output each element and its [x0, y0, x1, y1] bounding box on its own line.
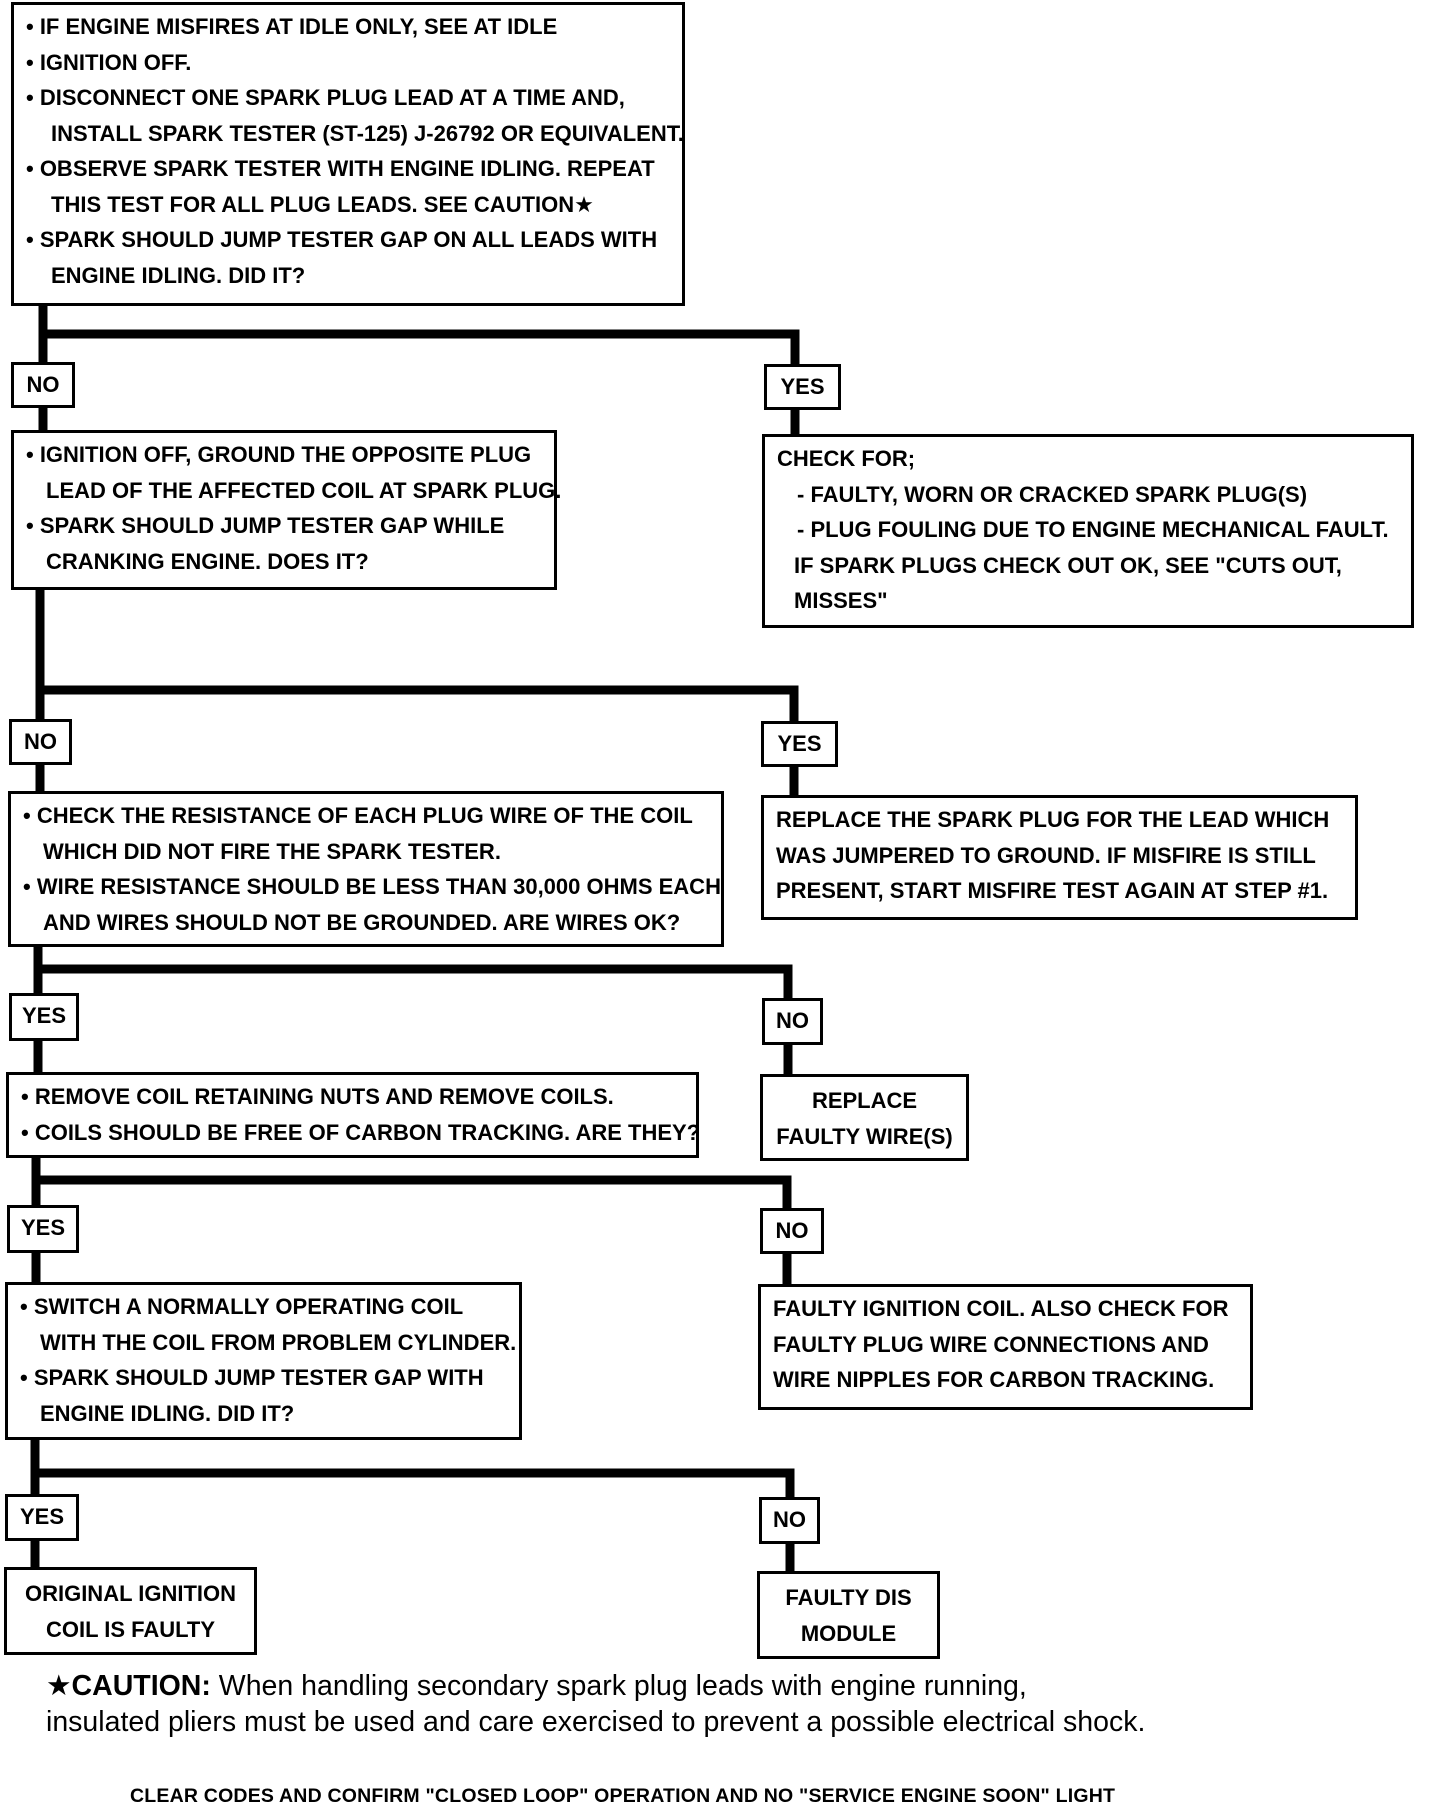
connector-4 — [31, 1150, 792, 1213]
step2-line2: LEAD OF THE AFFECTED COIL AT SPARK PLUG. — [46, 477, 562, 503]
step1-line4: INSTALL SPARK TESTER (ST-125) J-26792 OR… — [51, 120, 684, 146]
yes-tag-1: YES — [764, 364, 841, 410]
connector-1 — [38, 298, 800, 370]
faulty-coil-line1: FAULTY IGNITION COIL. ALSO CHECK FOR — [773, 1296, 1229, 1321]
step4-line1: • REMOVE COIL RETAINING NUTS AND REMOVE … — [21, 1084, 614, 1109]
check-for-line1: CHECK FOR; — [777, 446, 916, 471]
step3-line1: • CHECK THE RESISTANCE OF EACH PLUG WIRE… — [23, 803, 693, 828]
step1-line1: • IF ENGINE MISFIRES AT IDLE ONLY, SEE A… — [26, 14, 558, 39]
original-coil-line1: ORIGINAL IGNITION — [24, 1581, 237, 1606]
caution-line1: When handling secondary spark plug leads… — [210, 1670, 1027, 1702]
connector-5 — [30, 1433, 795, 1501]
faulty-coil-line3: WIRE NIPPLES FOR CARBON TRACKING. — [773, 1367, 1215, 1392]
yes-tag-3: YES — [9, 993, 79, 1041]
yes-tag-2: YES — [761, 721, 838, 767]
step1-line2: • IGNITION OFF. — [26, 49, 192, 75]
step5-line2: WITH THE COIL FROM PROBLEM CYLINDER. — [40, 1329, 517, 1355]
step3-line4: AND WIRES SHOULD NOT BE GROUNDED. ARE WI… — [43, 909, 681, 935]
step2-line4: CRANKING ENGINE. DOES IT? — [46, 548, 369, 574]
yes-tag-5: YES — [5, 1494, 79, 1541]
step5-line1: • SWITCH A NORMALLY OPERATING COIL — [20, 1294, 464, 1319]
step5-line3: • SPARK SHOULD JUMP TESTER GAP WITH — [20, 1365, 484, 1390]
check-for-line5: MISSES" — [794, 588, 888, 613]
check-for-line3: - PLUG FOULING DUE TO ENGINE MECHANICAL … — [797, 517, 1389, 542]
replace-wire-box: REPLACE FAULTY WIRE(S) — [760, 1074, 969, 1161]
step3-line2: WHICH DID NOT FIRE THE SPARK TESTER. — [43, 838, 501, 864]
step1-line8: ENGINE IDLING. DID IT? — [51, 262, 306, 288]
caution-line2: insulated pliers must be used and care e… — [46, 1706, 1146, 1738]
no-tag-4: NO — [760, 1208, 824, 1254]
step4-line2: • COILS SHOULD BE FREE OF CARBON TRACKIN… — [21, 1119, 701, 1145]
yes-tag-4: YES — [7, 1205, 79, 1253]
step5-box: • SWITCH A NORMALLY OPERATING COIL WITH … — [5, 1282, 522, 1440]
step5-line4: ENGINE IDLING. DID IT? — [40, 1400, 295, 1426]
step3-box: • CHECK THE RESISTANCE OF EACH PLUG WIRE… — [8, 791, 724, 947]
no-tag-3: NO — [762, 998, 823, 1045]
step2-line3: • SPARK SHOULD JUMP TESTER GAP WHILE — [26, 513, 505, 538]
faulty-dis-line2: MODULE — [800, 1620, 897, 1646]
step1-line3: • DISCONNECT ONE SPARK PLUG LEAD AT A TI… — [26, 85, 625, 110]
step3-line3: • WIRE RESISTANCE SHOULD BE LESS THAN 30… — [23, 874, 721, 899]
step4-box: • REMOVE COIL RETAINING NUTS AND REMOVE … — [6, 1072, 701, 1158]
faulty-dis-line1: FAULTY DIS — [785, 1585, 912, 1610]
no-tag-5: NO — [759, 1497, 820, 1544]
replace-plug-box: REPLACE THE SPARK PLUG FOR THE LEAD WHIC… — [761, 795, 1358, 920]
step2-box: • IGNITION OFF, GROUND THE OPPOSITE PLUG… — [11, 430, 562, 590]
faulty-coil-line2: FAULTY PLUG WIRE CONNECTIONS AND — [773, 1331, 1209, 1357]
no-tag-1: NO — [11, 362, 75, 408]
step1-line7: • SPARK SHOULD JUMP TESTER GAP ON ALL LE… — [26, 227, 658, 252]
faulty-coil-box: FAULTY IGNITION COIL. ALSO CHECK FOR FAU… — [758, 1284, 1253, 1410]
caution-note: ★CAUTION: When handling secondary spark … — [46, 1668, 1346, 1740]
replace-plug-line3: PRESENT, START MISFIRE TEST AGAIN AT STE… — [776, 878, 1329, 903]
replace-wire-line2: FAULTY WIRE(S) — [776, 1123, 953, 1149]
replace-plug-line2: WAS JUMPERED TO GROUND. IF MISFIRE IS ST… — [776, 842, 1316, 868]
connector-2 — [35, 583, 799, 727]
faulty-dis-box: FAULTY DIS MODULE — [757, 1571, 940, 1659]
original-coil-line2: COIL IS FAULTY — [45, 1616, 216, 1642]
step1-line5: • OBSERVE SPARK TESTER WITH ENGINE IDLIN… — [26, 156, 655, 181]
step1-box: • IF ENGINE MISFIRES AT IDLE ONLY, SEE A… — [11, 2, 685, 306]
footer-instruction: CLEAR CODES AND CONFIRM "CLOSED LOOP" OP… — [130, 1785, 1116, 1807]
original-coil-box: ORIGINAL IGNITION COIL IS FAULTY — [4, 1567, 257, 1655]
connector-3 — [33, 940, 793, 1001]
replace-wire-line1: REPLACE — [811, 1088, 918, 1113]
replace-plug-line1: REPLACE THE SPARK PLUG FOR THE LEAD WHIC… — [776, 807, 1330, 832]
step1-line6: THIS TEST FOR ALL PLUG LEADS. SEE CAUTIO… — [51, 191, 594, 217]
step2-line1: • IGNITION OFF, GROUND THE OPPOSITE PLUG — [26, 442, 532, 467]
check-for-line2: - FAULTY, WORN OR CRACKED SPARK PLUG(S) — [797, 481, 1308, 507]
check-for-line4: IF SPARK PLUGS CHECK OUT OK, SEE "CUTS O… — [794, 552, 1342, 578]
no-tag-2: NO — [9, 719, 72, 765]
caution-heading: ★CAUTION: — [46, 1670, 211, 1702]
check-for-box: CHECK FOR; - FAULTY, WORN OR CRACKED SPA… — [762, 434, 1414, 628]
